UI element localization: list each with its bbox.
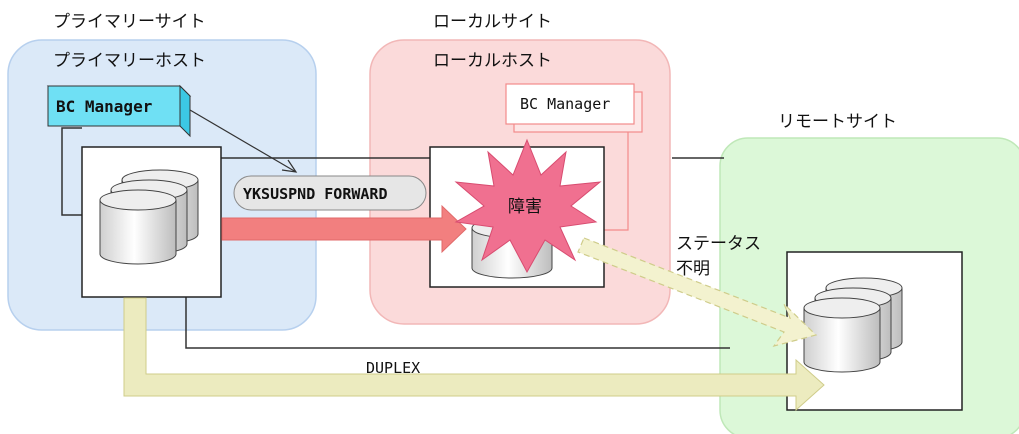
local-site-label: ローカルサイト <box>433 12 552 32</box>
primary-volume-disks <box>99 169 199 265</box>
command-pill: YKSUSPND FORWARD <box>233 175 427 211</box>
link-primary-remote <box>185 296 730 349</box>
primary-site-label: プライマリーサイト <box>53 12 206 32</box>
bc-manager-local: BC Manager <box>505 83 643 133</box>
failure-label: 障害 <box>508 197 542 217</box>
command-pointer <box>189 109 297 173</box>
local-host-label: ローカルホスト <box>433 51 552 71</box>
duplex-label: DUPLEX <box>366 359 420 377</box>
local-volume-connector <box>596 132 629 231</box>
status-unknown-label-1: ステータス <box>676 234 761 254</box>
bc-manager-connector <box>61 127 82 216</box>
duplex-arrow <box>123 297 825 412</box>
status-unknown-arrow <box>577 237 818 348</box>
status-unknown-label-2: 不明 <box>676 259 710 279</box>
remote-volume-disks <box>803 277 903 373</box>
failure-burst: 障害 <box>454 138 602 274</box>
command-pointer-head <box>281 159 298 173</box>
command-label: YKSUSPND FORWARD <box>243 185 388 203</box>
bc-manager-primary-label: BC Manager <box>56 97 152 116</box>
primary-host-label: プライマリーホスト <box>53 51 206 71</box>
bc-manager-primary: BC Manager <box>46 84 192 138</box>
remote-site-label: リモートサイト <box>778 112 897 132</box>
forward-arrow <box>221 204 467 254</box>
bc-manager-local-label: BC Manager <box>520 95 610 113</box>
